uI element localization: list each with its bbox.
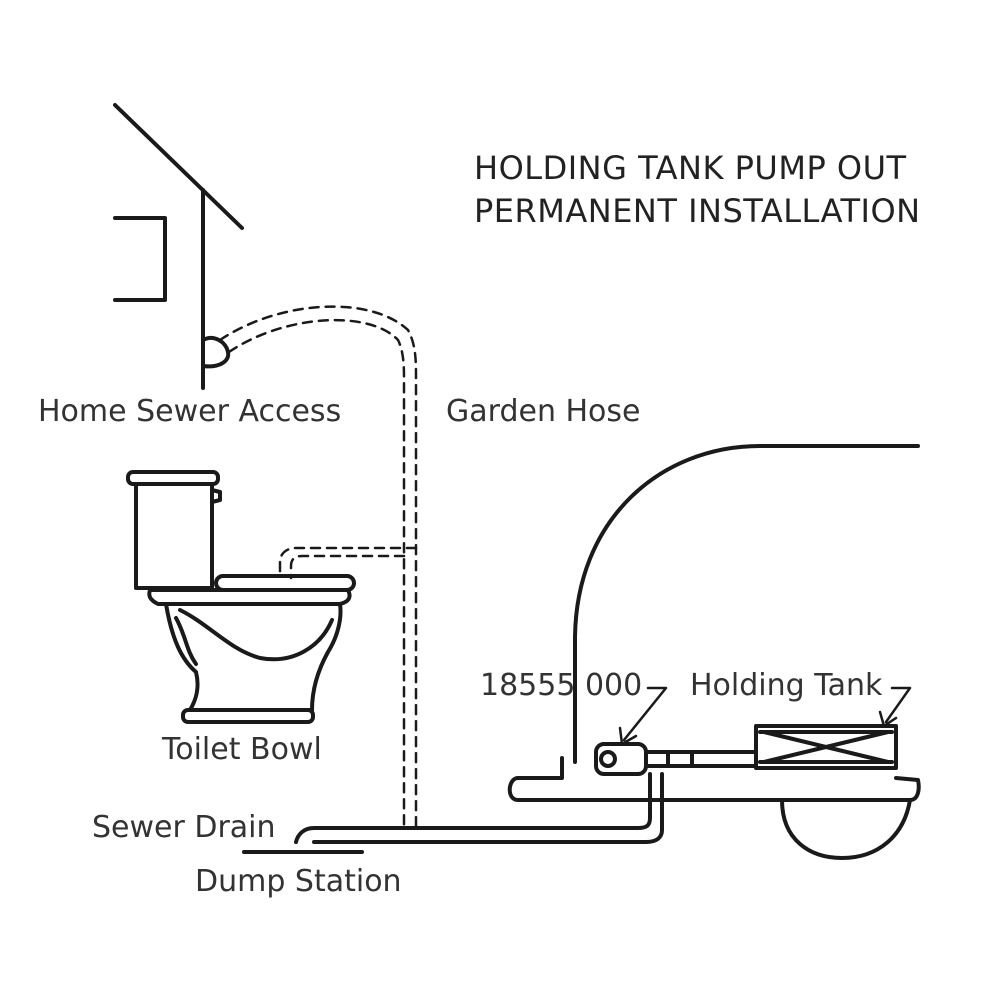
leader-lines [618, 686, 912, 746]
toilet-seat [147, 588, 352, 606]
rv-body-curve [573, 444, 920, 764]
rv-floor-platform [516, 756, 564, 780]
garden-hose-toilet-branch-inner [289, 554, 406, 580]
label-part-number: 18555 000 [480, 668, 643, 703]
rv-trailer [507, 444, 921, 860]
toilet-seat-lid [214, 574, 356, 592]
diagram-title-line-2: PERMANENT INSTALLATION [474, 192, 921, 230]
holding-tank-cross-b [762, 730, 890, 764]
holding-tank-drawing [754, 724, 898, 770]
house-window [113, 216, 167, 302]
toilet-bowl-drawing [126, 470, 356, 724]
sewer-drain-line [242, 772, 664, 854]
tank-pipe [644, 750, 758, 768]
tank-arrow-head [878, 710, 898, 728]
rv-wheel [780, 798, 912, 860]
garden-hose-toilet-branch [278, 546, 418, 580]
label-toilet-bowl: Toilet Bowl [162, 732, 322, 767]
tank-pipe-run [644, 750, 758, 768]
house-outline [113, 103, 244, 390]
garden-hose-upper [218, 305, 418, 830]
toilet-tank-button [210, 488, 222, 504]
part-leader-line [622, 686, 668, 742]
rv-floor [507, 776, 921, 802]
toilet-bowl-inner [178, 608, 334, 662]
tank-leader-line [884, 686, 912, 724]
holding-tank-box [754, 724, 898, 770]
sewer-drain-pipe-lower [312, 772, 664, 844]
sewer-drain-pipe-upper [294, 772, 652, 844]
label-sewer-drain: Sewer Drain [92, 810, 276, 845]
toilet-base [181, 708, 315, 724]
toilet-tank [134, 482, 214, 590]
label-garden-hose: Garden Hose [446, 394, 641, 429]
home-sewer-access-fitting [201, 335, 231, 369]
pump-fitting-body [594, 742, 648, 776]
toilet-bowl-shadow [174, 616, 198, 666]
label-holding-tank: Holding Tank [690, 668, 883, 703]
pump-fitting-knob [599, 750, 617, 768]
diagram-title-line-1: HOLDING TANK PUMP OUT [474, 149, 907, 187]
garden-hose [218, 305, 418, 830]
pump-fitting-18555 [594, 742, 648, 776]
label-dump-station: Dump Station [195, 864, 402, 899]
garden-hose-outer [227, 318, 406, 830]
label-home-sewer-access: Home Sewer Access [38, 394, 342, 429]
house-roof-line [113, 103, 244, 230]
part-arrow-head [618, 726, 638, 746]
toilet-tank-lid [126, 470, 220, 486]
